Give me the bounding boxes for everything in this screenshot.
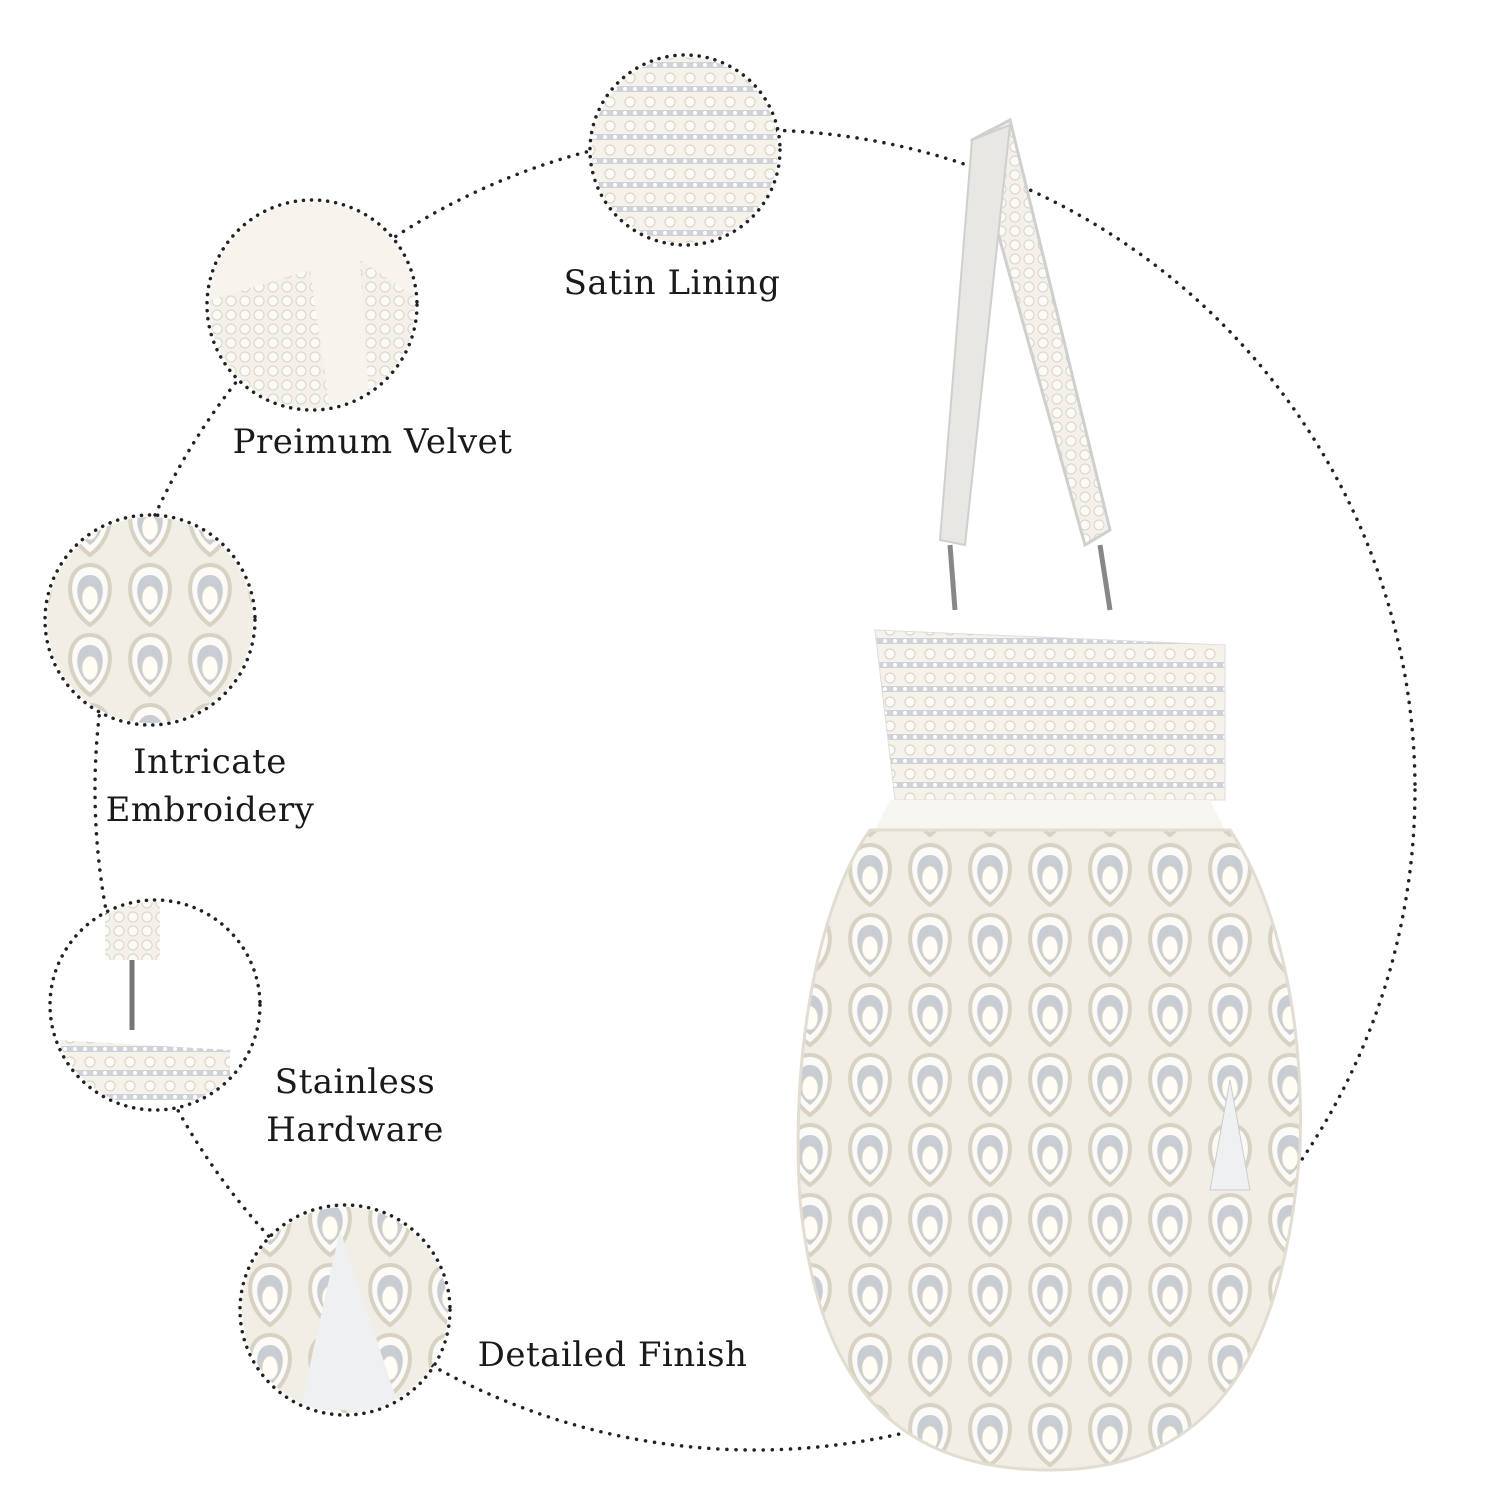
premium-velvet-label: Preimum Velvet xyxy=(232,422,513,462)
satin-lining-thumbnail xyxy=(588,53,782,247)
stainless-hardware-label: Stainless Hardware xyxy=(245,1058,465,1154)
premium-velvet-thumbnail xyxy=(205,198,419,412)
bag-body xyxy=(796,828,1302,1472)
main-dotted-circle xyxy=(93,128,1417,1452)
detailed-finish-thumbnail xyxy=(238,1203,452,1417)
stainless-hardware-line1: Stainless xyxy=(274,1062,436,1102)
detailed-finish-label: Detailed Finish xyxy=(477,1335,748,1375)
intricate-embroidery-thumbnail xyxy=(43,513,257,727)
satin-lining-label: Satin Lining xyxy=(563,263,781,303)
bag-image xyxy=(796,117,1302,1472)
intricate-embroidery-line2: Embroidery xyxy=(105,790,315,830)
stainless-hardware-thumbnail xyxy=(48,898,262,1112)
intricate-embroidery-line1: Intricate xyxy=(133,742,287,782)
bag-collar xyxy=(874,629,1226,801)
intricate-embroidery-label: Intricate Embroidery xyxy=(90,738,330,834)
bag-strap xyxy=(970,117,1112,548)
stainless-hardware-line2: Hardware xyxy=(266,1110,444,1150)
